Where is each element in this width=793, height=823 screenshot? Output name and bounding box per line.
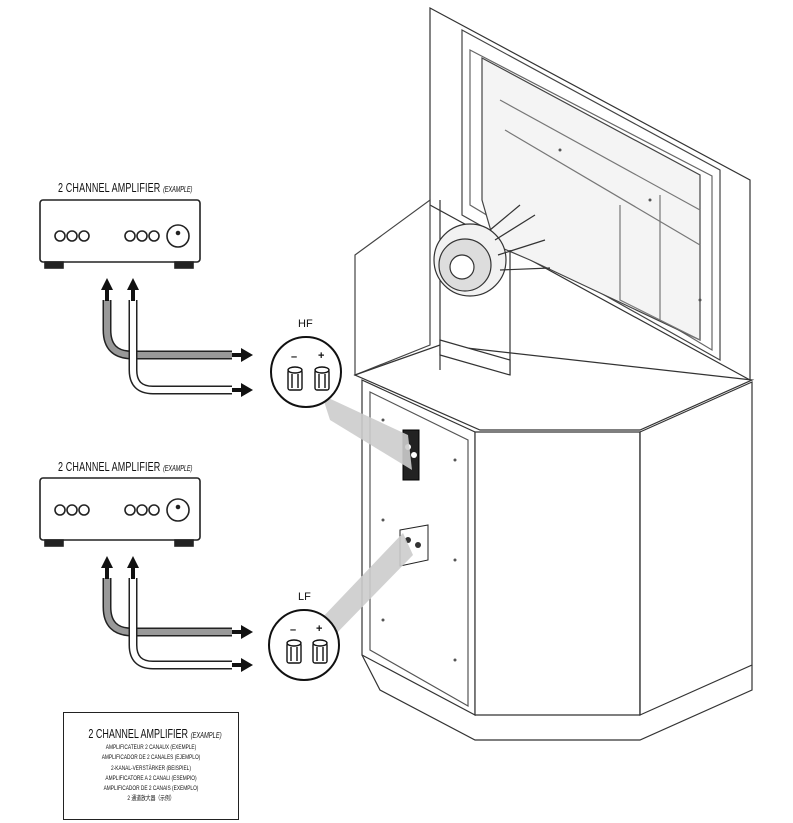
amplifier-bottom-body — [39, 477, 201, 547]
amplifier-bottom-title-text: 2 CHANNEL AMPLIFIER — [58, 460, 161, 474]
legend-line-it: AMPLIFICATORE A 2 CANALI (ESEMPIO) — [105, 774, 197, 782]
lf-plus-post — [312, 639, 328, 664]
amplifier-top-title: 2 CHANNEL AMPLIFIER (EXAMPLE) — [58, 181, 192, 195]
lf-minus-label: – — [290, 624, 297, 636]
legend-box: 2 CHANNEL AMPLIFIER (EXAMPLE) AMPLIFICAT… — [63, 712, 239, 820]
amplifier-bottom-note: (EXAMPLE) — [163, 464, 193, 473]
hf-cables — [102, 300, 232, 395]
hf-minus-label: – — [291, 351, 298, 363]
hf-plus-label: + — [318, 350, 325, 362]
lf-terminal-callout — [268, 609, 340, 681]
amplifier-bottom-title: 2 CHANNEL AMPLIFIER (EXAMPLE) — [58, 460, 192, 474]
legend-line-pt: AMPLIFICADOR DE 2 CANAIS (EXEMPLO) — [103, 785, 199, 793]
cabinet-front-face — [474, 431, 641, 716]
hf-plus-post — [314, 366, 330, 391]
lf-plus-label: + — [316, 623, 323, 635]
legend-line-zh: 2 通道放大器（示例） — [127, 795, 175, 803]
hf-label: HF — [298, 318, 313, 330]
speaker-cabinet — [353, 6, 755, 741]
amplifier-top-note: (EXAMPLE) — [163, 185, 193, 194]
hf-terminal-callout — [270, 336, 342, 408]
lf-label: LF — [298, 591, 311, 603]
lf-minus-post — [286, 639, 302, 664]
legend-title-text: 2 CHANNEL AMPLIFIER — [88, 727, 189, 741]
legend-line-es: AMPLIFICADOR DE 2 CANALES (EJEMPLO) — [101, 754, 201, 762]
legend-title: 2 CHANNEL AMPLIFIER (EXAMPLE) — [88, 727, 221, 741]
hf-arrows — [101, 278, 253, 397]
amplifier-top-title-text: 2 CHANNEL AMPLIFIER — [58, 181, 161, 195]
legend-line-fr: AMPLIFICATEUR 2 CANAUX (EXEMPLE) — [105, 744, 197, 751]
legend-line-de: 2-KANAL-VERSTÄRKER (BEISPIEL) — [111, 764, 191, 772]
hf-callout-cone — [322, 395, 412, 470]
legend-title-note: (EXAMPLE) — [190, 731, 222, 740]
compression-driver — [433, 200, 551, 376]
horn — [481, 56, 701, 341]
lf-arrows — [101, 556, 253, 672]
cabinet-top — [353, 344, 755, 431]
hf-minus-post — [287, 366, 303, 391]
amplifier-top-body — [39, 199, 201, 269]
lf-cables — [102, 578, 232, 670]
lf-callout-cone — [320, 533, 413, 640]
